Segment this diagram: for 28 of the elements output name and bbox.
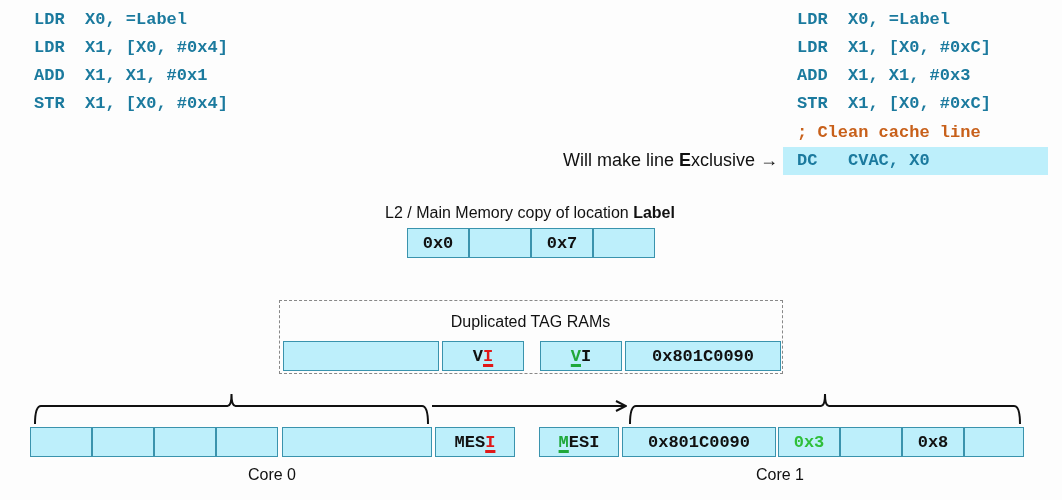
code-line: LDR X0, =Label [797, 9, 951, 31]
core-label: Core 1 [755, 466, 805, 484]
empty-memory-cell [283, 341, 439, 371]
code-comment: ; Clean cache line [797, 122, 981, 144]
group-title: L2 / Main Memory copy of location Label [384, 204, 676, 222]
code-line: STR X1, [X0, #0xC] [797, 93, 991, 115]
memory-cell: VI [540, 341, 622, 371]
memory-cell: MESI [539, 427, 619, 457]
code-line: LDR X1, [X0, #0x4] [34, 37, 228, 59]
memory-cell: 0x7 [531, 228, 593, 258]
arrow [431, 400, 627, 412]
code-line: LDR X1, [X0, #0xC] [797, 37, 991, 59]
core-label: Core 0 [247, 466, 297, 484]
code-line: ADD X1, X1, #0x3 [797, 65, 971, 87]
memory-cell: VI [442, 341, 524, 371]
empty-memory-cell [282, 427, 432, 457]
memory-cell: 0x3 [778, 427, 840, 457]
annotation-text: Will make line Exclusive → [562, 150, 778, 171]
code-line: LDR X0, =Label [34, 9, 188, 31]
memory-cell: 0x801C0090 [625, 341, 781, 371]
code-line: STR X1, [X0, #0x4] [34, 93, 228, 115]
memory-cell: 0x801C0090 [622, 427, 776, 457]
memory-cell: 0x8 [902, 427, 964, 457]
memory-cell: MESI [435, 427, 515, 457]
code-line: ADD X1, X1, #0x1 [34, 65, 208, 87]
dashed-panel [279, 300, 783, 374]
memory-cell: 0x0 [407, 228, 469, 258]
panel-title: Duplicated TAG RAMs [449, 313, 612, 331]
